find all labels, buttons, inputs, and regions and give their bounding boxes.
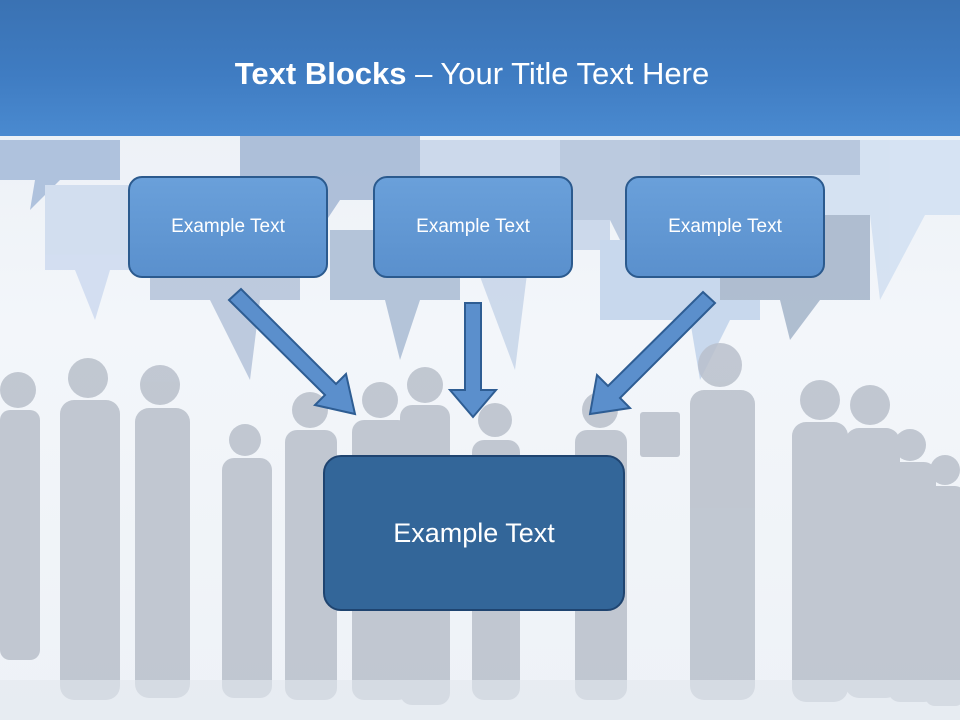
text-block-2[interactable]: Example Text — [373, 176, 573, 278]
title-bar — [0, 0, 960, 136]
main-text-block[interactable]: Example Text — [323, 455, 625, 611]
text-block-1[interactable]: Example Text — [128, 176, 328, 278]
text-block-3[interactable]: Example Text — [625, 176, 825, 278]
title-bold: Text Blocks — [234, 56, 407, 91]
title-rest: – Your Title Text Here — [406, 56, 710, 91]
slide-title: Text Blocks – Your Title Text Here — [0, 54, 944, 94]
